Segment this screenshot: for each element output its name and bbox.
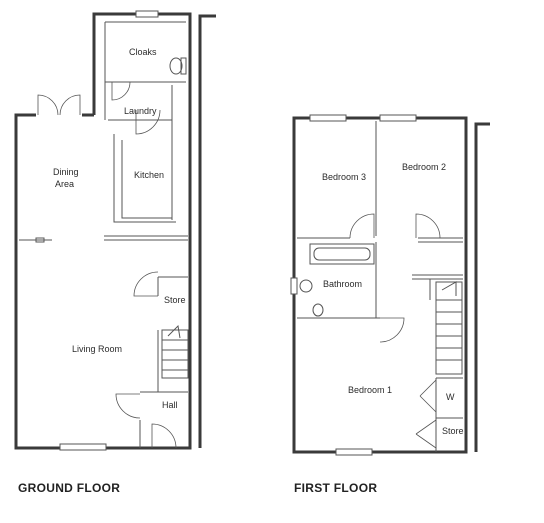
bath-icon (309, 243, 375, 265)
toilet-icon (312, 303, 324, 317)
ground-floor-title: GROUND FLOOR (18, 481, 120, 495)
first-floor-plan (290, 114, 490, 456)
first-neighbour-wall (474, 122, 490, 452)
cloaks-door (111, 81, 131, 101)
laundry-wall (108, 85, 173, 220)
bedroom2-door (415, 213, 441, 239)
room-label-dining: Dining (53, 167, 79, 177)
bathroom-window (290, 277, 298, 295)
room-label-store-first: Store (442, 426, 464, 436)
ground-stairs (161, 324, 189, 379)
ground-floor-plan (14, 10, 216, 451)
ground-front-window (59, 443, 107, 451)
front-door (151, 423, 177, 449)
store-door (133, 271, 159, 297)
bedroom2-window (379, 114, 417, 122)
room-label-kitchen: Kitchen (134, 170, 164, 180)
ground-extension-inner-wall (104, 21, 186, 120)
laundry-door (135, 109, 161, 135)
room-label-living-room: Living Room (72, 344, 122, 354)
living-door (115, 393, 141, 419)
bedroom2-front-wall (418, 237, 463, 243)
bedroom3-door (349, 213, 375, 239)
hall-wall (139, 391, 188, 448)
wardrobe-door (419, 379, 437, 413)
store-door-first (415, 419, 437, 449)
cloaks-window (135, 10, 159, 18)
ground-neighbour-wall (198, 14, 216, 448)
room-label-store: Store (164, 295, 186, 305)
first-floor-title: FIRST FLOOR (294, 481, 377, 495)
bedroom3-window (309, 114, 347, 122)
room-label-laundry: Laundry (124, 106, 157, 116)
french-doors (37, 94, 81, 116)
store-wall (157, 276, 188, 392)
first-floor-stairs (435, 281, 463, 375)
room-label-bedroom3: Bedroom 3 (322, 172, 366, 182)
bathroom-door (379, 317, 405, 343)
room-label-hall: Hall (162, 400, 178, 410)
basin-icon (299, 279, 313, 293)
wc-icon (169, 57, 183, 75)
ground-floor-outer-wall (14, 12, 192, 450)
room-label-area: Area (55, 179, 74, 189)
bedroom1-window (335, 448, 373, 456)
room-label-cloaks: Cloaks (129, 47, 157, 57)
room-label-wardrobe: W (446, 392, 455, 402)
bathroom-wall (297, 242, 380, 319)
landing-wall (412, 274, 463, 300)
wardrobe-wall (435, 377, 463, 452)
room-label-bathroom: Bathroom (323, 279, 362, 289)
kitchen-counter (113, 134, 176, 223)
room-label-bedroom1: Bedroom 1 (348, 385, 392, 395)
room-label-bedroom2: Bedroom 2 (402, 162, 446, 172)
